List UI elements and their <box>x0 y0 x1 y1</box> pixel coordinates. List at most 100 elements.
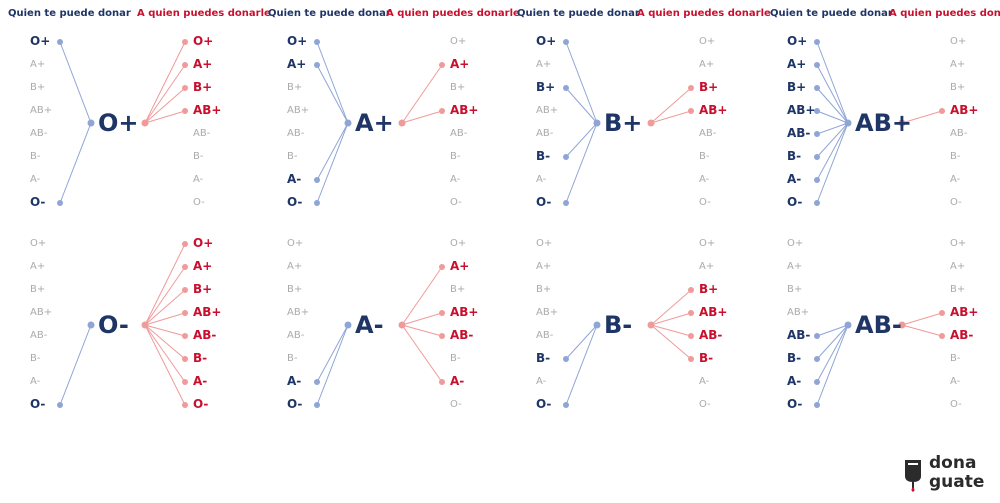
recipient-dot <box>688 333 694 339</box>
recipient-type-label: B+ <box>450 284 466 295</box>
recipient-dot <box>182 310 188 316</box>
recipient-type-label: A- <box>193 174 204 185</box>
donor-type-label: AB+ <box>30 105 53 116</box>
center-donor-dot <box>87 119 95 127</box>
recipient-line <box>144 289 186 326</box>
recipient-dot <box>688 85 694 91</box>
recipient-dot <box>182 39 188 45</box>
donor-type-label: B- <box>30 353 41 364</box>
donor-line <box>565 324 598 360</box>
donor-dot <box>57 200 63 206</box>
donor-type-label: AB- <box>30 330 48 341</box>
center-blood-type: B+ <box>604 109 643 137</box>
recipient-dot <box>688 108 694 114</box>
recipient-type-label: B- <box>193 351 208 365</box>
recipient-type-label: O- <box>450 399 462 410</box>
recipient-type-label: B+ <box>950 82 966 93</box>
panel-a-pos: O+A+B+AB+AB-B-A-O-O+A+B+AB+AB-B-A-O-A+ <box>257 0 507 210</box>
recipient-type-label: A+ <box>950 59 966 70</box>
donor-type-label: A+ <box>30 59 46 70</box>
donor-line <box>816 324 849 406</box>
brand-wordmark: dona guate <box>929 454 984 492</box>
recipient-type-label: B- <box>450 353 461 364</box>
header-donor-2: Quien te puede donar <box>268 8 391 19</box>
donor-type-label: B- <box>536 351 551 365</box>
recipient-type-label: O- <box>950 197 962 208</box>
donor-line <box>59 122 92 204</box>
donor-line <box>59 324 92 406</box>
center-donor-dot <box>593 119 601 127</box>
panel-o-pos: O+A+B+AB+AB-B-A-O-O+A+B+AB+AB-B-A-O-O+ <box>0 0 250 210</box>
donor-line <box>565 122 598 204</box>
donor-dot <box>814 379 820 385</box>
header-donor-1: Quien te puede donar <box>8 8 131 19</box>
donor-dot <box>814 39 820 45</box>
recipient-line <box>144 64 186 124</box>
donor-type-label: AB- <box>287 330 305 341</box>
recipient-type-label: O- <box>193 397 209 411</box>
donor-line <box>316 41 349 124</box>
donor-dot <box>563 154 569 160</box>
donor-type-label: AB+ <box>287 105 310 116</box>
recipient-dot <box>688 287 694 293</box>
donor-type-label: B+ <box>287 284 303 295</box>
donor-dot <box>314 39 320 45</box>
donor-type-label: AB- <box>30 128 48 139</box>
recipient-type-label: AB+ <box>450 305 479 319</box>
connector-lines <box>814 310 945 408</box>
recipient-dot <box>182 62 188 68</box>
donor-type-label: O+ <box>30 238 47 249</box>
donor-dot <box>57 39 63 45</box>
donor-type-label: O- <box>536 397 552 411</box>
recipient-type-label: AB- <box>950 128 968 139</box>
recipient-type-label: A+ <box>450 57 470 71</box>
donor-type-label: B- <box>30 151 41 162</box>
center-recipient-dot <box>141 321 149 329</box>
recipient-type-label: A+ <box>699 261 715 272</box>
center-blood-type: A+ <box>355 109 394 137</box>
donor-dot <box>314 402 320 408</box>
recipient-type-label: O+ <box>193 34 214 48</box>
donor-type-label: B- <box>287 151 298 162</box>
recipient-type-label: O+ <box>450 238 467 249</box>
recipient-line <box>901 110 943 124</box>
donor-dot <box>814 108 820 114</box>
recipient-type-label: AB- <box>193 128 211 139</box>
recipient-dot <box>439 264 445 270</box>
center-recipient-dot <box>647 321 655 329</box>
connector-lines <box>563 39 694 206</box>
center-donor-dot <box>844 119 852 127</box>
recipient-type-label: O- <box>699 197 711 208</box>
recipient-type-label: A- <box>950 174 961 185</box>
recipient-line <box>144 110 186 124</box>
recipient-type-label: A- <box>950 376 961 387</box>
recipient-type-label: O+ <box>450 36 467 47</box>
donor-dot <box>563 200 569 206</box>
recipient-type-label: O+ <box>699 36 716 47</box>
donor-type-label: AB+ <box>536 307 559 318</box>
panel-ab-neg: O+A+B+AB+AB-B-A-O-O+A+B+AB+AB-B-A-O-AB- <box>757 202 1000 412</box>
donor-type-label: AB- <box>787 328 811 342</box>
donor-type-label: A- <box>287 172 302 186</box>
donor-type-label: B+ <box>30 284 46 295</box>
center-recipient-dot <box>898 321 906 329</box>
donor-type-label: A+ <box>536 59 552 70</box>
recipient-line <box>144 324 186 406</box>
donor-line <box>816 324 849 360</box>
donor-type-label: O+ <box>287 238 304 249</box>
donor-type-label: AB- <box>536 128 554 139</box>
donor-line <box>565 122 598 158</box>
donor-type-label: O- <box>787 195 803 209</box>
donaguate-logo: dona guate <box>903 454 993 498</box>
donor-line <box>316 122 349 181</box>
donor-type-label: A- <box>536 376 547 387</box>
header-donor-4: Quien te puede donar <box>770 8 893 19</box>
recipient-dot <box>439 62 445 68</box>
donor-dot <box>814 131 820 137</box>
donor-type-label: AB- <box>787 126 811 140</box>
center-recipient-dot <box>647 119 655 127</box>
donor-line <box>316 324 349 383</box>
donor-line <box>565 87 598 124</box>
donor-type-label: B+ <box>536 284 552 295</box>
recipient-type-label: AB- <box>699 128 717 139</box>
